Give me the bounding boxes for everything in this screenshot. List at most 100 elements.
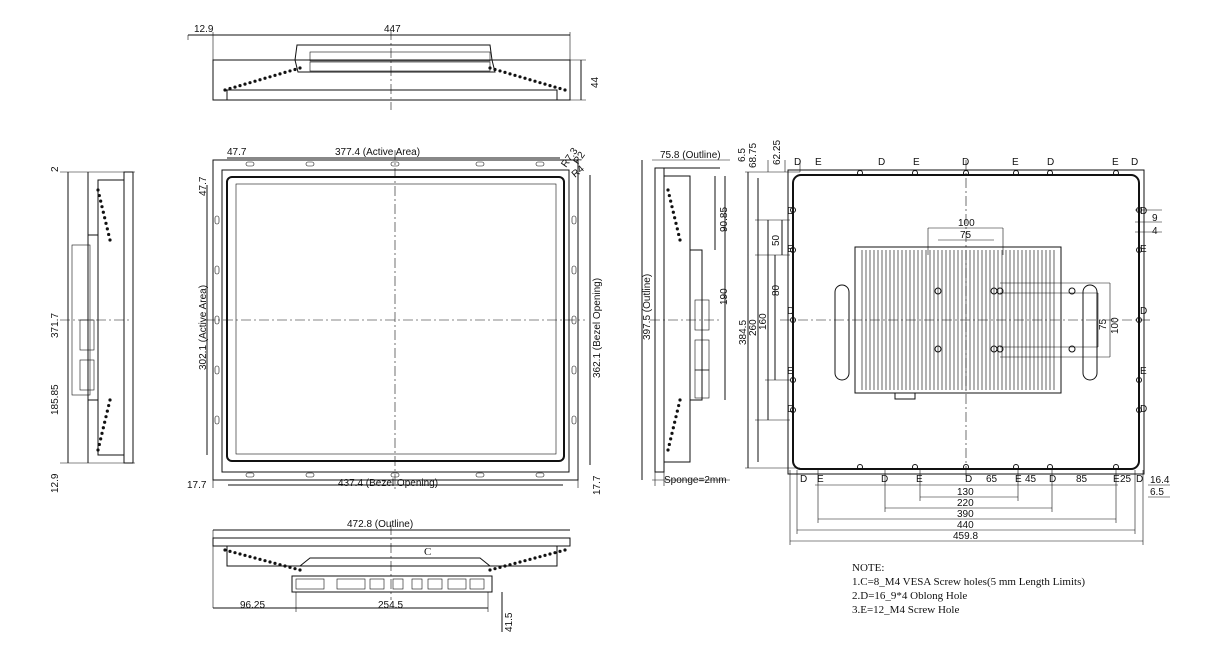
bump-dot xyxy=(673,216,677,220)
dim-12-9-top: 12.9 xyxy=(194,24,214,35)
bump-dot xyxy=(548,84,552,88)
bump-dot xyxy=(298,66,302,70)
dim-outline-height: 397.5 (Outline) xyxy=(642,274,653,340)
bump-dot xyxy=(670,431,674,435)
bump-dot xyxy=(669,437,673,441)
bump-dot xyxy=(533,79,537,83)
oblong-slot xyxy=(535,161,545,167)
io-port xyxy=(447,578,467,590)
rear-top-letter: E xyxy=(1012,157,1019,168)
screw-hole xyxy=(963,464,969,470)
dim-384-5: 384.5 xyxy=(738,320,749,345)
dim-62-25: 62.25 xyxy=(772,140,783,165)
bump-dot xyxy=(678,398,682,402)
rear-bottom-letter: D xyxy=(1136,474,1143,485)
bump-dot xyxy=(101,426,105,430)
note-line-3: 3.E=12_M4 Screw Hole xyxy=(852,604,959,616)
screw-hole xyxy=(912,170,918,176)
oblong-slot xyxy=(571,365,577,375)
note-line-2: 2.D=16_9*4 Oblong Hole xyxy=(852,590,967,602)
dim-80: 80 xyxy=(771,284,782,296)
io-port xyxy=(427,578,443,590)
bump-dot xyxy=(104,415,108,419)
rear-bottom-letter: E xyxy=(1113,474,1120,485)
bump-dot xyxy=(674,415,678,419)
io-port xyxy=(336,578,366,590)
oblong-slot xyxy=(390,161,400,167)
top-view: 12.9 447 44 xyxy=(187,24,601,110)
bump-dot xyxy=(508,72,512,76)
bump-dot xyxy=(253,556,257,560)
dim-vesa-75-v: 75 xyxy=(1098,318,1109,330)
dim-25: 25 xyxy=(1120,474,1132,485)
bump-dot xyxy=(528,557,532,561)
bump-dot xyxy=(677,232,681,237)
rear-bottom-letter: E xyxy=(817,474,824,485)
dim-254-5: 254.5 xyxy=(378,600,403,611)
bump-dot xyxy=(278,563,282,567)
rear-right-letter: E xyxy=(1140,244,1147,255)
dim-6-5-bottom: 6.5 xyxy=(1150,487,1164,498)
screw-hole xyxy=(1047,170,1053,176)
dim-447: 447 xyxy=(384,24,401,35)
dim-190: 190 xyxy=(719,288,730,305)
oblong-slot xyxy=(571,265,577,275)
io-port xyxy=(469,578,485,590)
oblong-slot xyxy=(475,161,485,167)
bump-dot xyxy=(523,76,527,80)
side-hole xyxy=(1136,317,1142,323)
bump-dot xyxy=(268,560,272,564)
bump-dot xyxy=(671,426,675,430)
front-view: 47.7 377.4 (Active Area) R7.3 R2 R4 47.7… xyxy=(187,146,603,495)
bump-dot xyxy=(669,199,673,203)
dim-6-5-top: 6.5 xyxy=(737,148,748,162)
bump-dot xyxy=(258,557,262,561)
dim-45: 45 xyxy=(1025,474,1037,485)
side-hole xyxy=(1136,247,1142,253)
dim-68-75: 68.75 xyxy=(748,143,759,168)
bump-dot xyxy=(283,564,287,568)
bump-dot xyxy=(105,227,109,231)
side-hole xyxy=(790,317,796,323)
bump-dot xyxy=(553,85,557,89)
dim-active-area-height: 302.1 (Active Area) xyxy=(198,285,209,370)
bump-dot xyxy=(283,70,287,74)
note-line-1: 1.C=8_M4 VESA Screw holes(5 mm Length Li… xyxy=(852,576,1085,588)
dim-44: 44 xyxy=(590,76,601,88)
bump-dot xyxy=(503,564,507,568)
bump-dot xyxy=(107,232,111,237)
rear-top-letter: D xyxy=(1131,157,1138,168)
bump-dot xyxy=(548,552,552,556)
bump-dot xyxy=(675,409,679,413)
dim-vesa-100-h: 100 xyxy=(958,218,975,229)
bump-dot xyxy=(677,403,681,408)
dim-17-7-right: 17.7 xyxy=(592,475,603,495)
rear-right-letter: D xyxy=(1140,306,1147,317)
dim-390: 390 xyxy=(957,509,974,520)
rear-right-letters: D E D E D xyxy=(1140,206,1147,415)
bump-dot xyxy=(293,67,297,72)
dim-47-7-left: 47.7 xyxy=(198,176,209,196)
oblong-slot xyxy=(245,161,255,167)
oblong-slot xyxy=(214,215,220,225)
bump-dot xyxy=(298,568,302,572)
bump-dot xyxy=(558,86,562,91)
bump-dot xyxy=(258,78,262,82)
dim-90-85: 90.85 xyxy=(719,207,730,232)
bump-dot xyxy=(107,403,111,408)
bump-dot xyxy=(508,563,512,567)
dim-220: 220 xyxy=(957,498,974,509)
rear-top-letters: D E D E D E D E D xyxy=(794,157,1138,168)
bump-dot xyxy=(670,205,674,209)
bump-dot xyxy=(248,81,252,85)
rear-left-letter: D xyxy=(787,404,794,415)
vesa-screw-hole xyxy=(996,287,1004,295)
screw-hole xyxy=(857,170,863,176)
right-side-view: 75.8 (Outline) 90.85 190 397.5 (Outline)… xyxy=(641,150,730,486)
vesa-screw-hole xyxy=(934,287,942,295)
rear-top-letter: D xyxy=(962,157,969,168)
dim-47-7-top: 47.7 xyxy=(227,147,247,158)
dim-active-area-width: 377.4 (Active Area) xyxy=(335,147,420,158)
dim-260: 260 xyxy=(748,319,759,336)
label-c: C xyxy=(424,546,431,558)
